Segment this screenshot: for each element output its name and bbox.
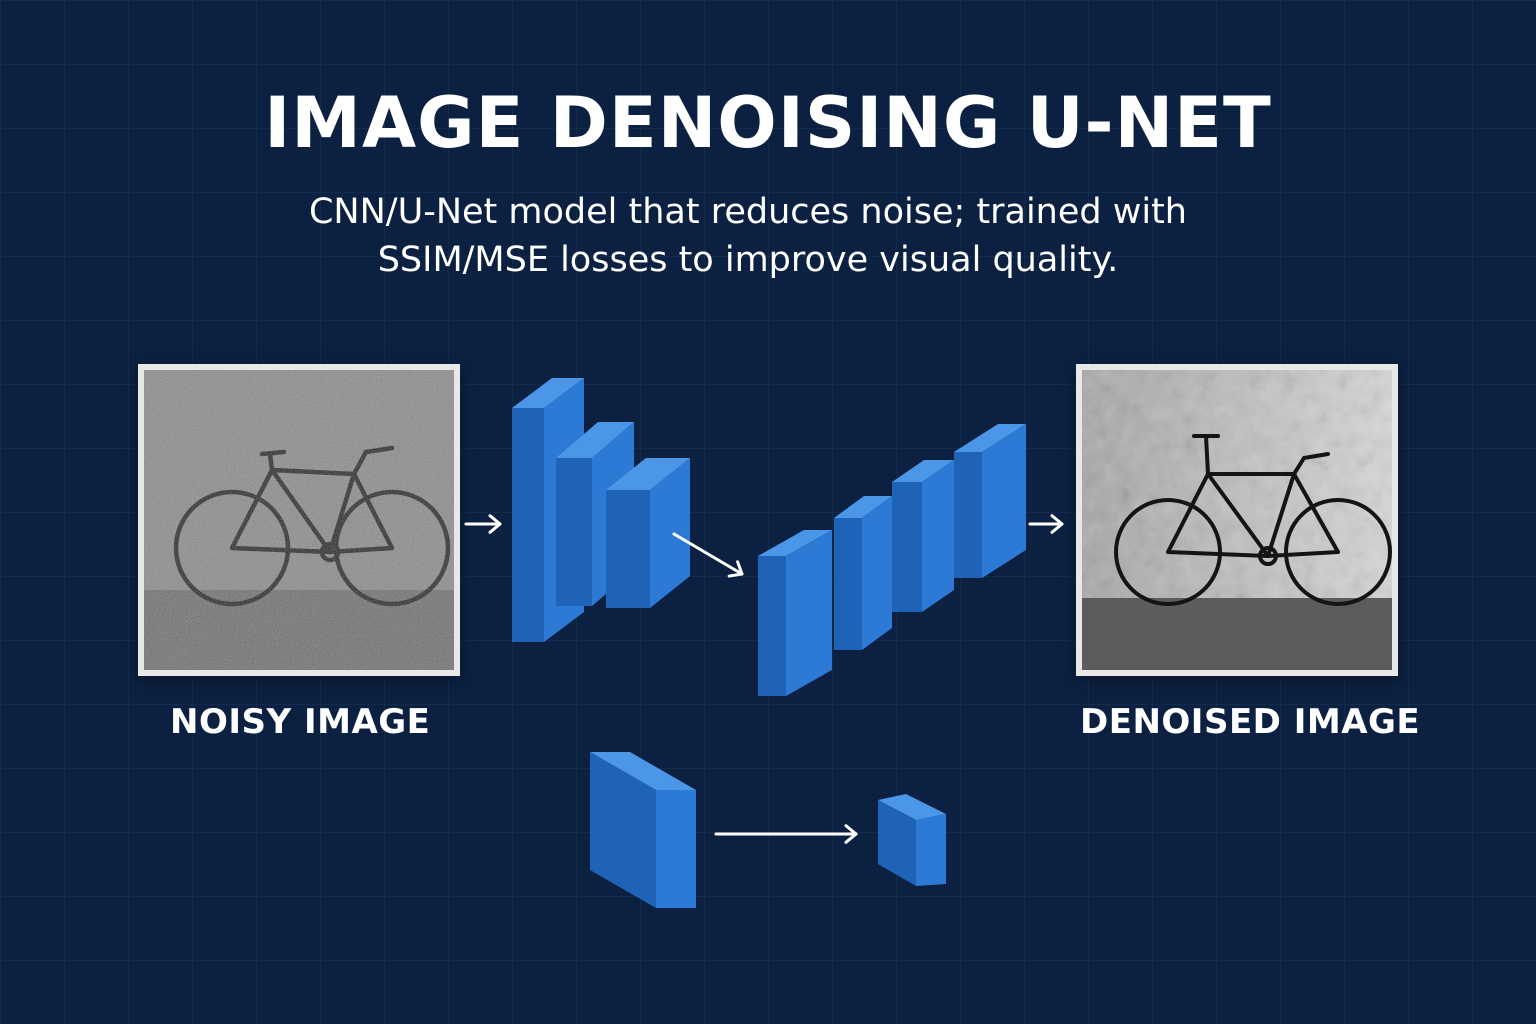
decoder-block-4-front [954, 452, 982, 578]
decoder-block-2-side [862, 496, 892, 650]
lower-block-small [878, 794, 946, 886]
noisy-image-caption: NOISY IMAGE [170, 702, 431, 742]
noisy-image-frame [138, 364, 460, 676]
bicycle-icon [1114, 434, 1392, 606]
lower-block-large-top [590, 752, 696, 790]
noisy-bicycle-image [144, 370, 454, 670]
decoder-block-4-side [982, 424, 1026, 578]
lower-block-large-side [656, 790, 696, 908]
decoder-block-3-side [922, 460, 954, 612]
encoder-block-3-top [606, 458, 690, 490]
decoder-block-4 [954, 424, 1026, 578]
lower-block-small-side [916, 814, 946, 886]
denoised-image-frame [1076, 364, 1398, 676]
arrow-input-to-encoder [464, 514, 502, 534]
decoder-block-2-top [834, 496, 892, 518]
decoder-block-2 [834, 496, 892, 650]
diagram-subtitle: CNN/U-Net model that reduces noise; trai… [0, 188, 1496, 284]
encoder-block-2-front [556, 458, 592, 606]
decoder-block-1-front [758, 556, 786, 696]
lower-block-large [590, 752, 696, 908]
decoder-block-3-front [892, 482, 922, 612]
subtitle-line-1: CNN/U-Net model that reduces noise; trai… [308, 192, 1187, 232]
lower-block-small-top [878, 794, 946, 820]
diagram-title: IMAGE DENOISING U-NET [264, 82, 1272, 164]
encoder-block-3 [606, 458, 690, 608]
encoder-block-1-front [512, 408, 544, 642]
encoder-block-1-top [512, 378, 584, 408]
encoder-block-3-front [606, 490, 650, 608]
encoder-block-2-top [556, 422, 634, 458]
decoder-block-4-top [954, 424, 1026, 452]
decoder-block-2-front [834, 518, 862, 650]
lower-block-small-front [878, 800, 916, 886]
lower-block-large-front [590, 752, 656, 908]
decoder-block-1 [758, 530, 832, 696]
decoder-block-3-top [892, 460, 954, 482]
arrow-lower [714, 824, 858, 844]
arrow-decoder-to-output [1028, 514, 1064, 534]
arrow-bottleneck [672, 532, 744, 578]
subtitle-line-2: SSIM/MSE losses to improve visual qualit… [377, 240, 1119, 280]
decoder-block-3 [892, 460, 954, 612]
decoder-block-1-side [786, 530, 832, 696]
decoder-block-1-top [758, 530, 832, 556]
denoised-image-caption: DENOISED IMAGE [1080, 702, 1421, 742]
encoder-block-3-side [650, 458, 690, 608]
denoised-bicycle-image [1082, 370, 1392, 670]
